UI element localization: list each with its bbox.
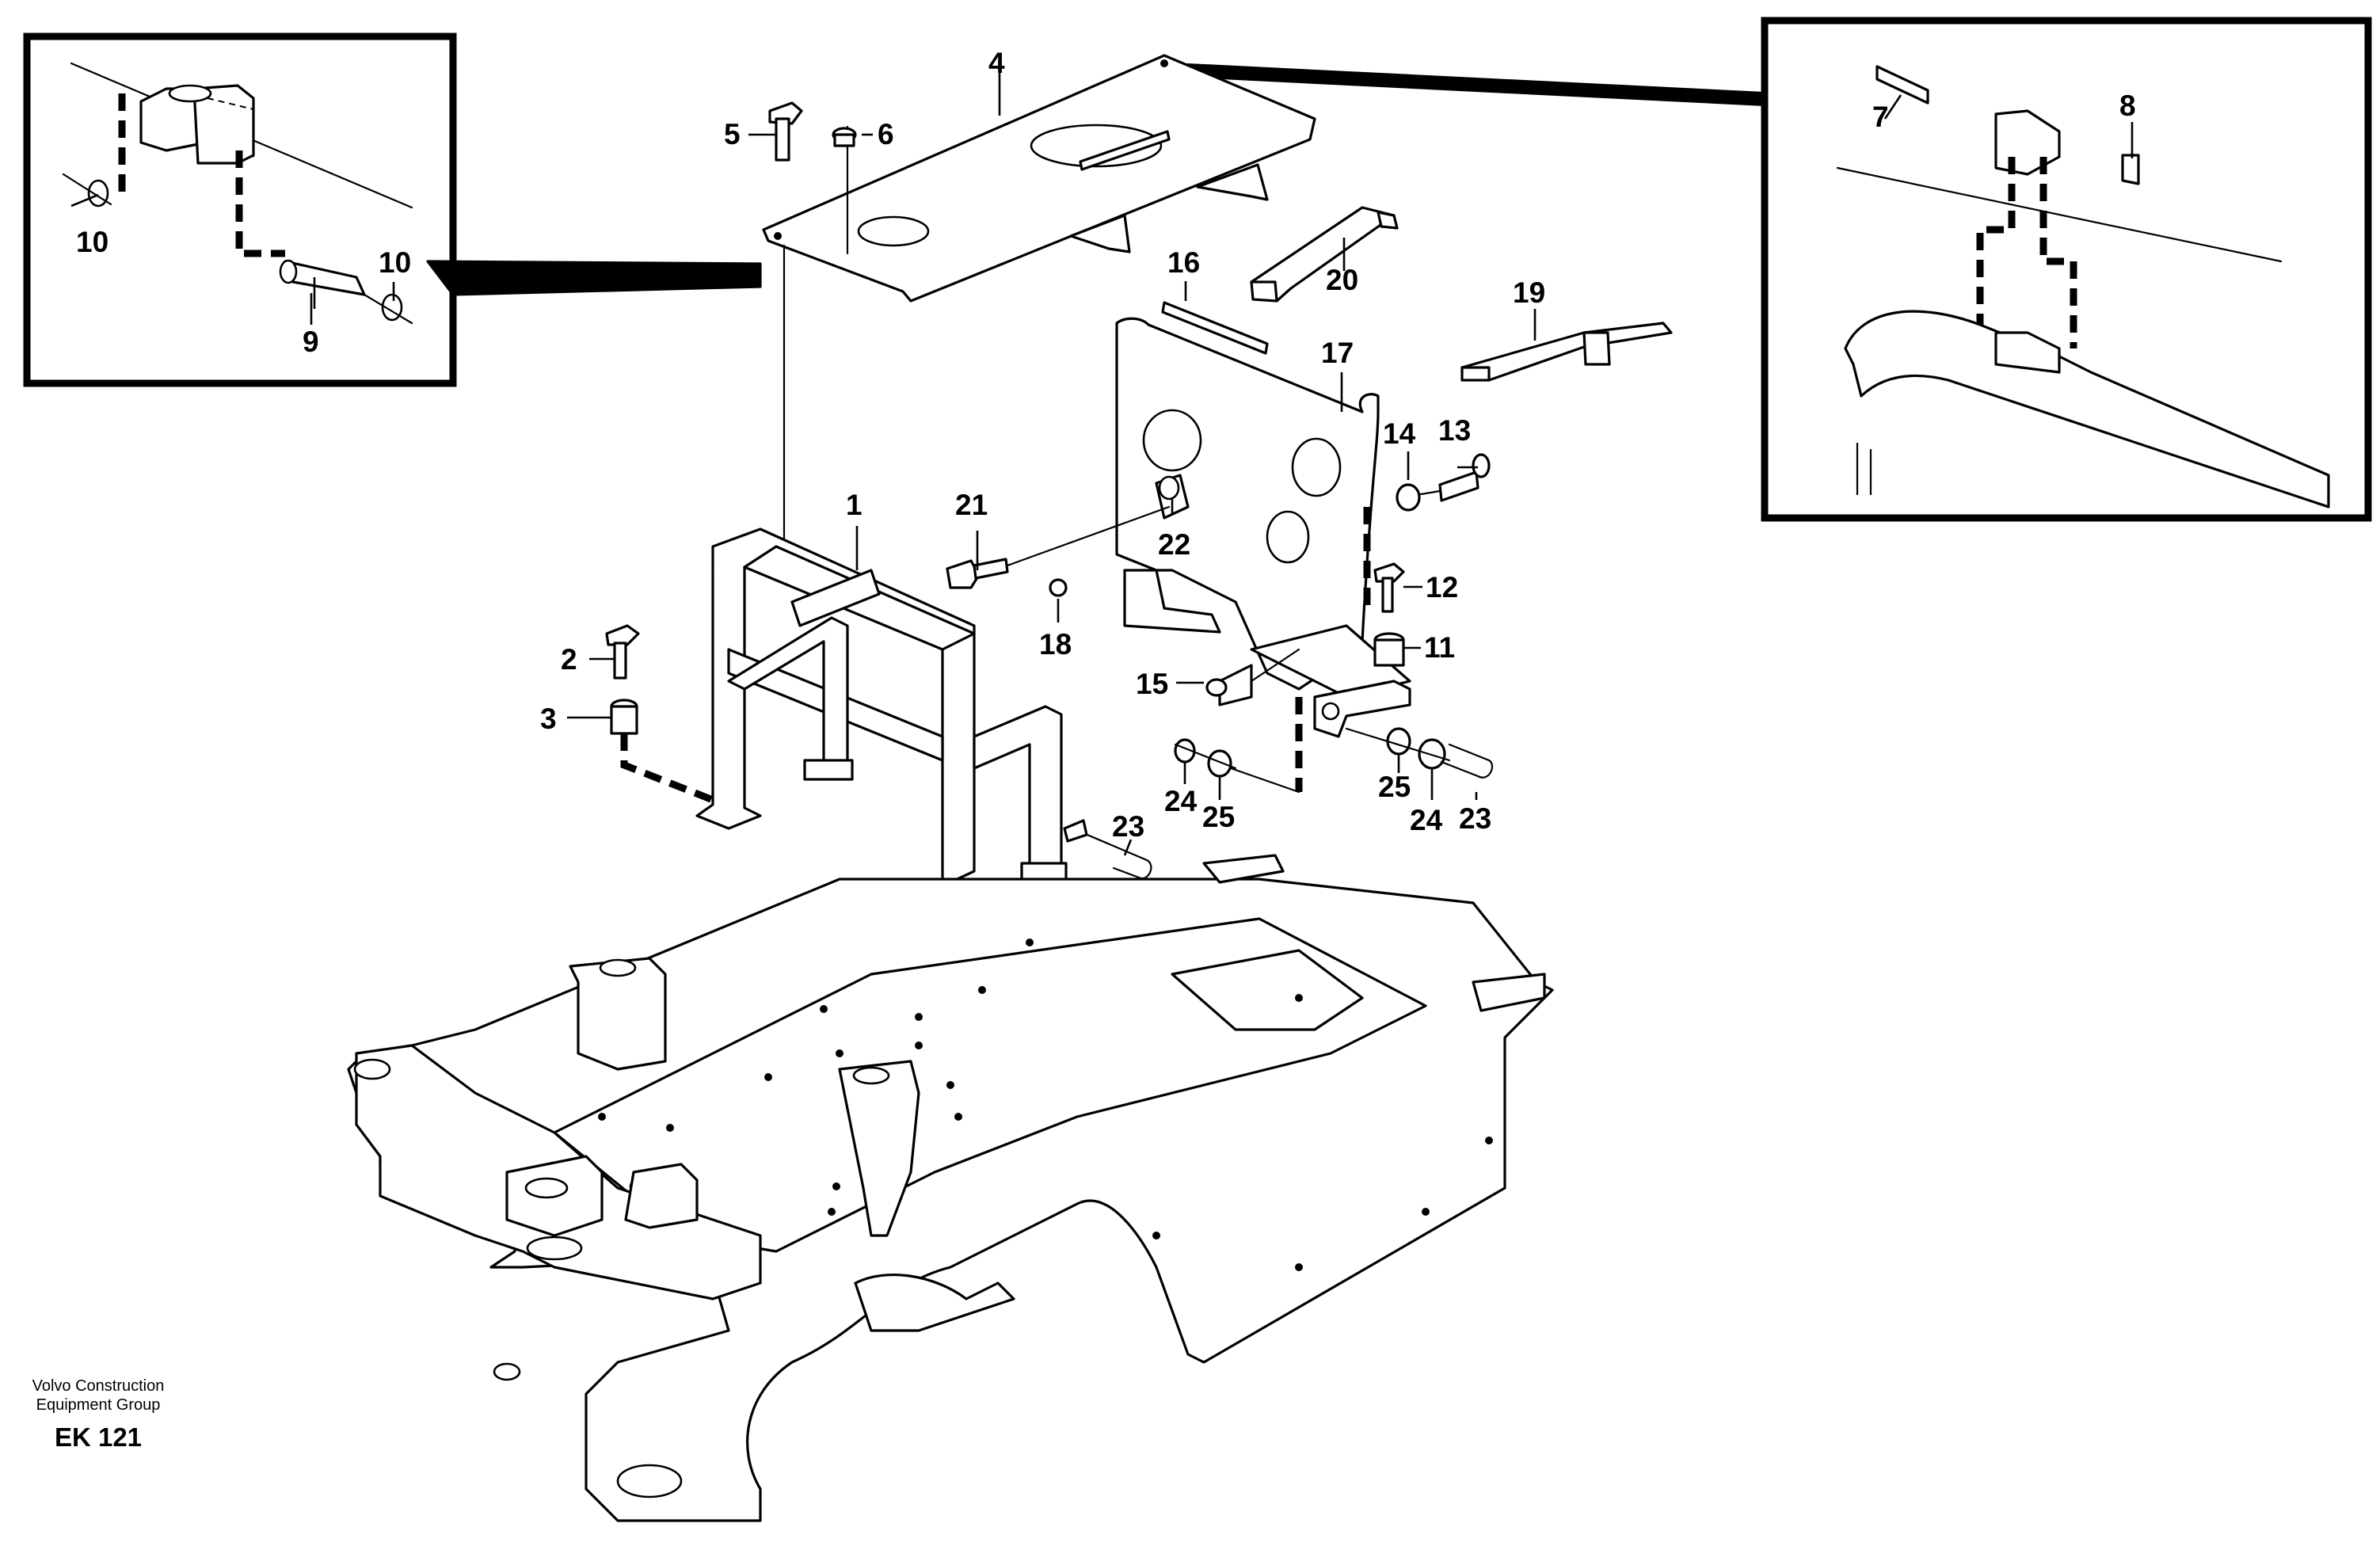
callout-1: 1 <box>846 489 863 521</box>
callout-18: 18 <box>1039 628 1072 661</box>
callout-2: 2 <box>561 643 577 676</box>
footer-line-1: Volvo Construction <box>32 1377 165 1395</box>
callout-23b: 23 <box>1459 802 1491 835</box>
callout-23a: 23 <box>1112 810 1144 843</box>
callout-25a: 25 <box>1202 801 1235 833</box>
part-19-bracket <box>1460 322 1673 382</box>
callout-5: 5 <box>724 118 741 150</box>
callout-13: 13 <box>1438 414 1471 447</box>
callout-10a: 10 <box>76 226 109 258</box>
callout-10b: 10 <box>379 246 411 279</box>
part-25-washer-right <box>1386 727 1411 756</box>
callout-19: 19 <box>1513 276 1545 309</box>
part-3-spacer <box>610 699 714 804</box>
bracket-lower-right <box>1295 680 1411 792</box>
main-chassis <box>347 854 1554 1522</box>
part-23-clip-left <box>1063 819 1152 880</box>
part-6-nut <box>832 127 857 147</box>
callout-24b: 24 <box>1410 804 1443 836</box>
part-16-rod <box>1161 301 1269 355</box>
callout-9: 9 <box>303 326 319 358</box>
part-25-washer-left <box>1207 749 1232 778</box>
footer-attribution: Volvo Construction Equipment Group EK 12… <box>11 1377 185 1453</box>
part-4-top-plate <box>762 54 1316 303</box>
callout-25b: 25 <box>1378 771 1411 803</box>
part-20-bracket <box>1250 206 1399 303</box>
callout-8: 8 <box>2119 89 2136 122</box>
callout-21: 21 <box>955 489 988 521</box>
part-11-spacer <box>1373 632 1405 667</box>
callout-24a: 24 <box>1164 785 1198 817</box>
part-13-bolt <box>1419 453 1491 502</box>
detail-inset-right <box>1164 17 2372 522</box>
callout-labels: 1 2 3 4 5 6 7 8 9 10 10 11 12 13 14 15 1… <box>76 47 2136 843</box>
part-1-frame <box>695 527 1068 920</box>
callout-22: 22 <box>1158 528 1190 561</box>
part-14-washer <box>1396 483 1421 512</box>
callout-12: 12 <box>1426 571 1458 604</box>
callout-7: 7 <box>1872 101 1889 133</box>
chassis-holes <box>598 939 1493 1271</box>
callout-16: 16 <box>1167 246 1200 279</box>
part-21-bolt <box>946 505 1171 589</box>
diagram-code: EK 121 <box>54 1422 143 1452</box>
part-17-panel <box>1115 317 1411 699</box>
callout-leaders <box>70 71 2134 856</box>
part-5-bolt <box>768 101 803 162</box>
part-15-pin <box>1205 648 1300 706</box>
part-12-bolt <box>1373 562 1405 613</box>
callout-6: 6 <box>878 118 894 150</box>
callout-14: 14 <box>1383 417 1416 450</box>
detail-inset-left <box>23 32 762 387</box>
footer-line-2: Equipment Group <box>36 1396 161 1414</box>
part-23-clip-right <box>1440 743 1494 779</box>
part-22-bushing <box>1155 474 1190 520</box>
part-18-washer <box>1049 578 1068 597</box>
callout-17: 17 <box>1321 337 1354 369</box>
callout-15: 15 <box>1136 668 1168 700</box>
callout-4: 4 <box>988 47 1005 79</box>
callout-20: 20 <box>1326 264 1358 296</box>
part-24-washer-right <box>1418 738 1446 770</box>
part-2-bolt <box>605 624 640 680</box>
callout-3: 3 <box>540 703 557 735</box>
callout-11: 11 <box>1424 631 1455 664</box>
